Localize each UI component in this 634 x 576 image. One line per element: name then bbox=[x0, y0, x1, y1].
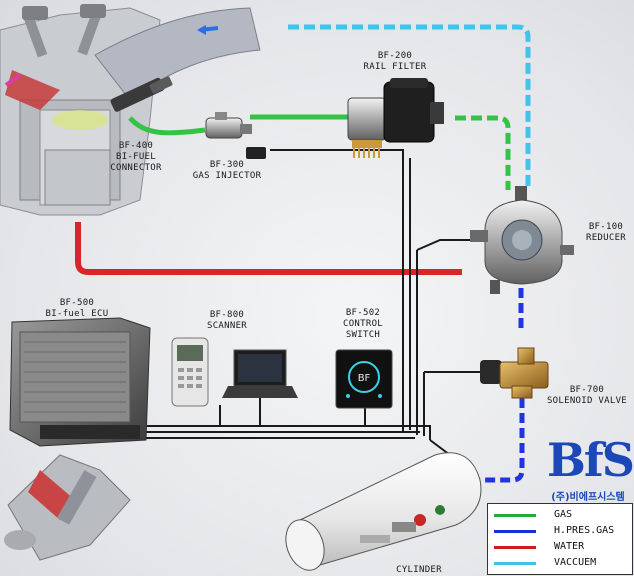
cylinder-label: CYLINDER bbox=[384, 565, 454, 576]
solenoid-valve-code: BF-700 bbox=[569, 385, 605, 395]
connector-name-line1: BI-FUEL bbox=[115, 152, 157, 162]
rail-filter-code: BF-200 bbox=[377, 51, 413, 61]
reducer-illustration bbox=[470, 186, 574, 294]
gas-injector-name: GAS INJECTOR bbox=[192, 171, 262, 181]
reducer-code: BF-100 bbox=[588, 222, 624, 232]
cylinder-name: CYLINDER bbox=[396, 565, 442, 575]
gas-lines bbox=[128, 114, 511, 190]
legend-item-gas: GAS bbox=[494, 508, 630, 522]
control-switch-illustration: BF bbox=[335, 349, 393, 409]
solenoid-valve-label: BF-700 SOLENOID VALVE bbox=[540, 385, 634, 407]
scanner-code: BF-800 bbox=[209, 310, 245, 320]
gas-injector-label: BF-300 GAS INJECTOR bbox=[188, 160, 266, 182]
legend-item-water: WATER bbox=[494, 540, 630, 554]
high-pressure-gas-line bbox=[468, 288, 525, 483]
legend-item-vacuum: VACCUEM bbox=[494, 556, 630, 570]
legend-item-high-pressure-gas: H.PRES.GAS bbox=[494, 524, 630, 538]
ecu-name: BI-fuel ECU bbox=[45, 309, 109, 319]
scanner-name: SCANNER bbox=[206, 321, 248, 331]
rail-filter-name: RAIL FILTER bbox=[363, 62, 427, 72]
legend-label-vacuum: VACCUEM bbox=[554, 557, 597, 568]
legend-swatch-water bbox=[494, 546, 536, 549]
rail-filter-label: BF-200 RAIL FILTER bbox=[355, 51, 435, 73]
company-logo: BfS bbox=[547, 433, 634, 487]
line-legend: GAS H.PRES.GAS WATER VACCUEM bbox=[487, 503, 633, 575]
legend-label-gas: GAS bbox=[554, 509, 573, 520]
reducer-name: REDUCER bbox=[585, 233, 627, 243]
gas-injector-illustration bbox=[205, 112, 266, 159]
control-switch-label: BF-502 CONTROL SWITCH bbox=[330, 308, 396, 341]
connector-code: BF-400 bbox=[118, 141, 154, 151]
scanner-label: BF-800 SCANNER bbox=[195, 310, 259, 332]
company-name: (주)비에프시스템 bbox=[551, 492, 625, 503]
ecu-illustration bbox=[9, 317, 151, 447]
connector-label: BF-400 BI-FUEL CONNECTOR bbox=[104, 141, 168, 174]
scanner-illustration bbox=[171, 337, 298, 407]
ecu-code: BF-500 bbox=[59, 298, 95, 308]
gas-injector-code: BF-300 bbox=[209, 160, 245, 170]
cylinder-illustration bbox=[285, 452, 482, 571]
cylinder-valve-assembly bbox=[360, 505, 445, 543]
connector-name-line2: CONNECTOR bbox=[110, 163, 162, 173]
legend-label-water: WATER bbox=[554, 541, 585, 552]
engine-illustration bbox=[0, 4, 261, 216]
legend-swatch-high-pressure-gas bbox=[494, 530, 536, 533]
control-switch-name-line1: CONTROL bbox=[342, 319, 384, 329]
legend-swatch-vacuum bbox=[494, 562, 536, 565]
solenoid-valve-illustration bbox=[480, 347, 549, 399]
legend-label-high-pressure-gas: H.PRES.GAS bbox=[554, 525, 615, 536]
vacuum-line bbox=[288, 24, 531, 190]
solenoid-valve-name: SOLENOID VALVE bbox=[546, 396, 628, 406]
reducer-label: BF-100 REDUCER bbox=[578, 222, 634, 244]
control-switch-name-line2: SWITCH bbox=[345, 330, 381, 340]
rail-filter-illustration bbox=[347, 78, 444, 158]
water-line bbox=[75, 222, 462, 275]
wiring-harness bbox=[140, 149, 480, 456]
legend-swatch-gas bbox=[494, 514, 536, 517]
control-switch-code: BF-502 bbox=[345, 308, 381, 318]
svg-text:BF: BF bbox=[358, 373, 371, 384]
engine-cutaway-illustration bbox=[4, 454, 131, 561]
ecu-label: BF-500 BI-fuel ECU bbox=[33, 298, 121, 320]
